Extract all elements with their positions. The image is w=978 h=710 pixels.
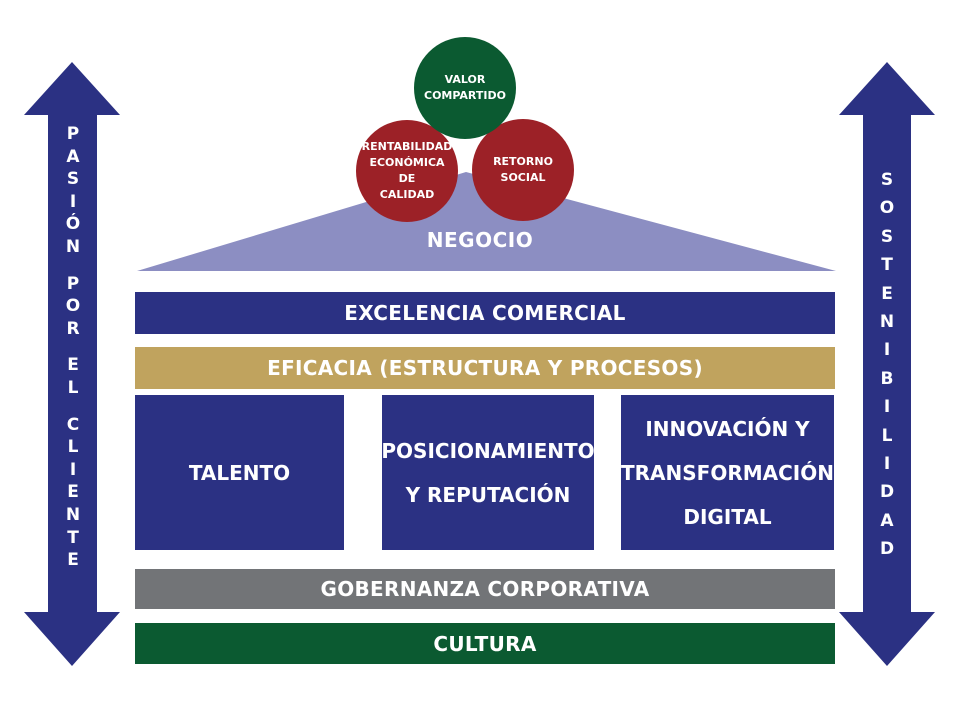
vertical-letter: [62, 401, 84, 415]
vertical-letter: A: [66, 146, 80, 167]
circle-retorno: RETORNO SOCIAL: [472, 119, 574, 221]
bar-excelencia-label: EXCELENCIA COMERCIAL: [344, 301, 626, 325]
vertical-letter: D: [879, 482, 895, 503]
vertical-letter: L: [67, 377, 79, 398]
vertical-letter: T: [881, 255, 893, 276]
vertical-letter: S: [66, 169, 80, 190]
bar-gobernanza-label: GOBERNANZA CORPORATIVA: [320, 577, 650, 601]
pillar-talento: TALENTO: [135, 395, 344, 550]
bar-gobernanza-corporativa: GOBERNANZA CORPORATIVA: [135, 569, 835, 609]
circle-rentabilidad: RENTABILIDAD ECONÓMICA DE CALIDAD: [356, 120, 458, 222]
vertical-letter: E: [67, 550, 79, 571]
right-double-arrow: [839, 62, 935, 666]
circle-rentabilidad-line2: ECONÓMICA DE: [369, 156, 445, 185]
vertical-letter: Ó: [65, 214, 81, 235]
vertical-letter: B: [880, 368, 894, 389]
pillar-innovacion-line2: TRANSFORMACIÓN: [621, 460, 834, 485]
vertical-letter: I: [883, 453, 891, 474]
vertical-letter: S: [880, 170, 894, 190]
vertical-letter: I: [883, 340, 891, 361]
vertical-letter: P: [66, 273, 80, 294]
vertical-letter: I: [69, 459, 77, 480]
pillar-posicionamiento-line1: POSICIONAMIENTO: [381, 438, 595, 463]
vertical-letter: P: [66, 124, 80, 144]
vertical-letter: A: [880, 510, 894, 531]
circle-rentabilidad-line3: CALIDAD: [379, 188, 435, 201]
pillar-posicionamiento-line2: Y REPUTACIÓN: [405, 482, 571, 507]
roof-label: NEGOCIO: [426, 228, 534, 252]
circle-retorno-line1: RETORNO: [493, 155, 553, 168]
pillar-talento-line1: TALENTO: [188, 460, 291, 485]
vertical-letter: D: [879, 539, 895, 560]
vertical-letter: E: [67, 355, 79, 376]
bar-cultura: CULTURA: [135, 623, 835, 664]
vertical-letter: O: [879, 198, 895, 219]
vertical-letter: L: [67, 437, 79, 458]
vertical-letter: E: [67, 482, 79, 503]
vertical-letter: L: [881, 425, 893, 446]
pillar-posicionamiento: POSICIONAMIENTO Y REPUTACIÓN: [381, 395, 595, 550]
circle-valor-line2: COMPARTIDO: [424, 89, 506, 102]
vertical-letter: I: [883, 397, 891, 418]
circle-valor-line1: VALOR: [444, 73, 486, 86]
pillar-innovacion: INNOVACIÓN Y TRANSFORMACIÓN DIGITAL: [621, 395, 834, 550]
bar-eficacia-label: EFICACIA (ESTRUCTURA Y PROCESOS): [267, 356, 703, 380]
bar-cultura-label: CULTURA: [433, 631, 537, 656]
circle-rentabilidad-line1: RENTABILIDAD: [361, 140, 453, 153]
vertical-letter: I: [69, 191, 77, 212]
vertical-letter: N: [879, 311, 895, 332]
roof-triangle: [137, 172, 836, 271]
vertical-letter: C: [66, 414, 80, 435]
bar-excelencia-comercial: EXCELENCIA COMERCIAL: [135, 292, 835, 334]
bar-eficacia: EFICACIA (ESTRUCTURA Y PROCESOS): [135, 347, 835, 389]
vertical-letter: S: [880, 226, 894, 247]
vertical-letter: N: [65, 504, 81, 525]
vertical-letter: R: [66, 318, 80, 339]
vertical-letter: O: [65, 296, 81, 317]
circle-retorno-line2: SOCIAL: [500, 171, 546, 184]
vertical-letter: [62, 260, 84, 274]
pillar-innovacion-line3: DIGITAL: [683, 504, 772, 529]
pillar-innovacion-line1: INNOVACIÓN Y: [645, 416, 810, 441]
left-double-arrow: [24, 62, 120, 666]
vertical-letter: T: [67, 527, 79, 548]
vertical-letter: N: [65, 236, 81, 257]
vertical-letter: E: [881, 283, 893, 304]
circle-valor: VALOR COMPARTIDO: [414, 37, 516, 139]
vertical-letter: [62, 341, 84, 355]
